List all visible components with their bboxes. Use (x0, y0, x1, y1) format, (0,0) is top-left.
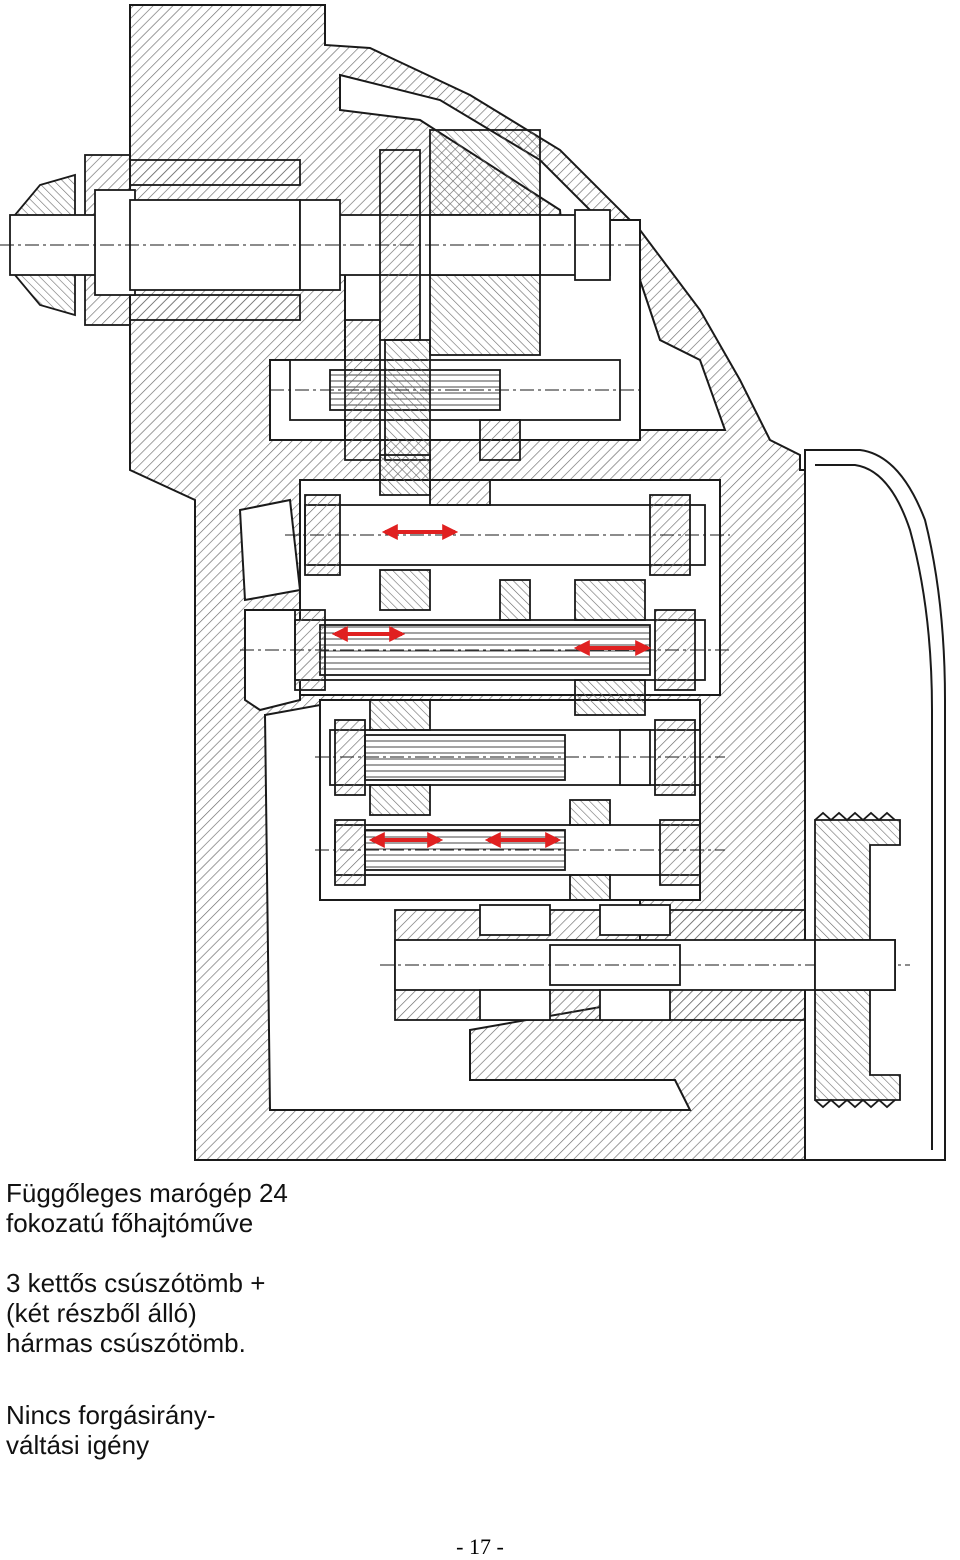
caption-title-line: fokozatú főhajtóműve (6, 1208, 254, 1238)
caption-description: 3 kettős csúszótömb + (két részből álló)… (6, 1268, 265, 1358)
caption-title: Függőleges marógép 24 fokozatú főhajtómű… (6, 1178, 288, 1238)
caption-note-line: váltási igény (6, 1430, 150, 1460)
second-shaft (270, 319, 640, 461)
caption-description-line: 3 kettős csúszótömb + (6, 1268, 266, 1298)
v-belt-pulley (814, 811, 901, 1109)
fourth-shaft (240, 579, 730, 716)
fifth-shaft (315, 699, 725, 816)
gearbox-cross-section-drawing (0, 4, 946, 1161)
page-number: - 17 - (456, 1534, 504, 1559)
caption-note: Nincs forgásirány- váltási igény (6, 1400, 216, 1460)
output-shaft-clutch (380, 904, 910, 1021)
caption-title-line: Függőleges marógép 24 (6, 1178, 288, 1208)
third-shaft (285, 454, 730, 611)
caption-note-line: Nincs forgásirány- (6, 1400, 216, 1430)
sliding-block-arrows (331, 524, 652, 848)
caption-description-line: hármas csúszótömb. (6, 1328, 246, 1358)
input-shaft-assembly (0, 129, 640, 356)
caption-description-line: (két részből álló) (6, 1298, 197, 1328)
